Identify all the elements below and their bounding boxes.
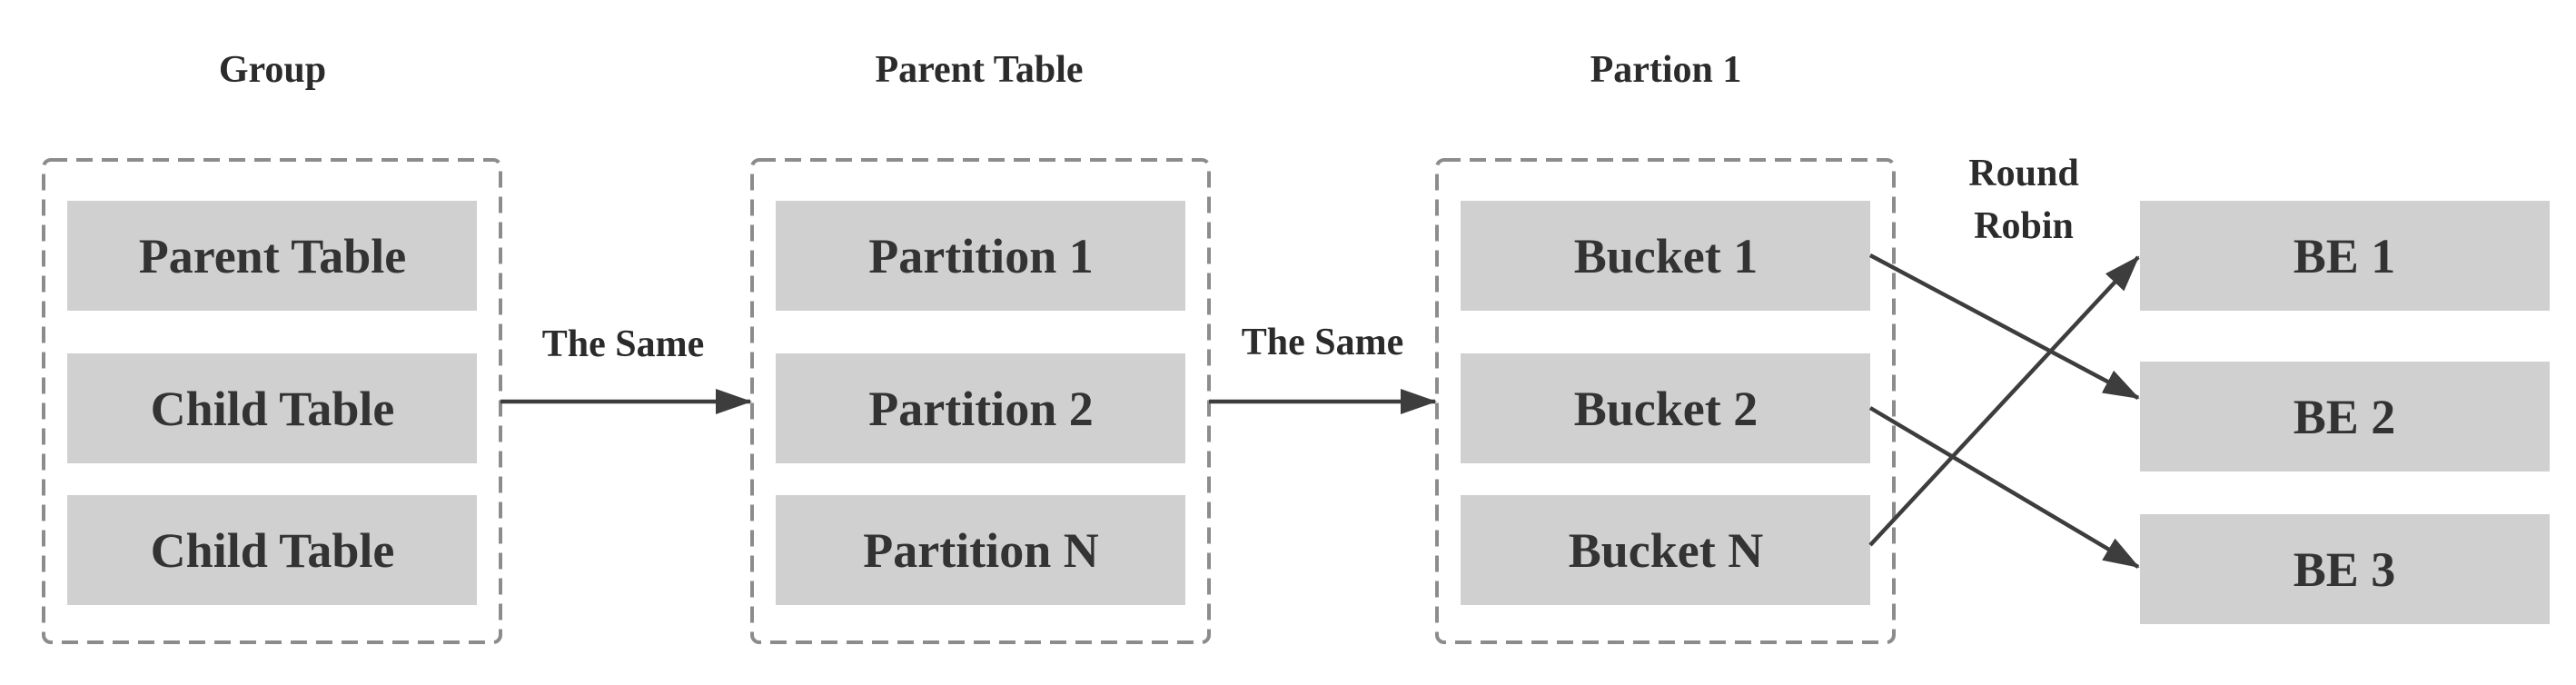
be-box-label: BE 2 bbox=[2294, 390, 2396, 444]
header-group: Group bbox=[219, 49, 326, 91]
arrow-bucket-2-to-be-3 bbox=[1868, 406, 2140, 569]
bucket-box-1: Bucket 1 bbox=[1461, 201, 1870, 311]
partition-frame bbox=[1435, 158, 1896, 644]
edge-label-robin: Robin bbox=[1974, 205, 2074, 247]
group-box-label: Parent Table bbox=[139, 229, 407, 283]
partition-box-label: Partition 2 bbox=[868, 382, 1093, 436]
edge-label-the-same: The Same bbox=[542, 323, 705, 365]
partition-box-label: Partition 1 bbox=[868, 229, 1093, 283]
be-box-label: BE 3 bbox=[2294, 542, 2396, 597]
group-box-child-table: Child Table bbox=[67, 495, 477, 605]
partition-box-1: Partition 1 bbox=[776, 201, 1185, 311]
arrow-bucket-n-to-be-1 bbox=[1868, 255, 2140, 547]
bucket-box-n: Bucket N bbox=[1461, 495, 1870, 605]
bucket-box-label: Bucket 2 bbox=[1574, 382, 1759, 436]
group-box-child-table: Child Table bbox=[67, 353, 477, 463]
partition-box-label: Partition N bbox=[863, 523, 1098, 578]
arrow-bucket-1-to-be-2 bbox=[1868, 253, 2140, 400]
group-box-label: Child Table bbox=[151, 382, 395, 436]
be-box-1: BE 1 bbox=[2140, 201, 2550, 311]
group-box-label: Child Table bbox=[151, 523, 395, 578]
edge-label-the-same: The Same bbox=[1242, 322, 1404, 363]
header-parent-table: Parent Table bbox=[875, 49, 1083, 91]
header-partion-1: Partion 1 bbox=[1590, 49, 1742, 91]
be-box-3: BE 3 bbox=[2140, 514, 2550, 624]
bucket-box-label: Bucket N bbox=[1569, 523, 1764, 578]
bucket-box-2: Bucket 2 bbox=[1461, 353, 1870, 463]
edge-label-round: Round bbox=[1968, 153, 2078, 194]
be-box-2: BE 2 bbox=[2140, 362, 2550, 472]
bucket-box-label: Bucket 1 bbox=[1574, 229, 1759, 283]
be-box-label: BE 1 bbox=[2294, 229, 2396, 283]
partition-box-2: Partition 2 bbox=[776, 353, 1185, 463]
group-box-parent-table: Parent Table bbox=[67, 201, 477, 311]
partition-box-n: Partition N bbox=[776, 495, 1185, 605]
